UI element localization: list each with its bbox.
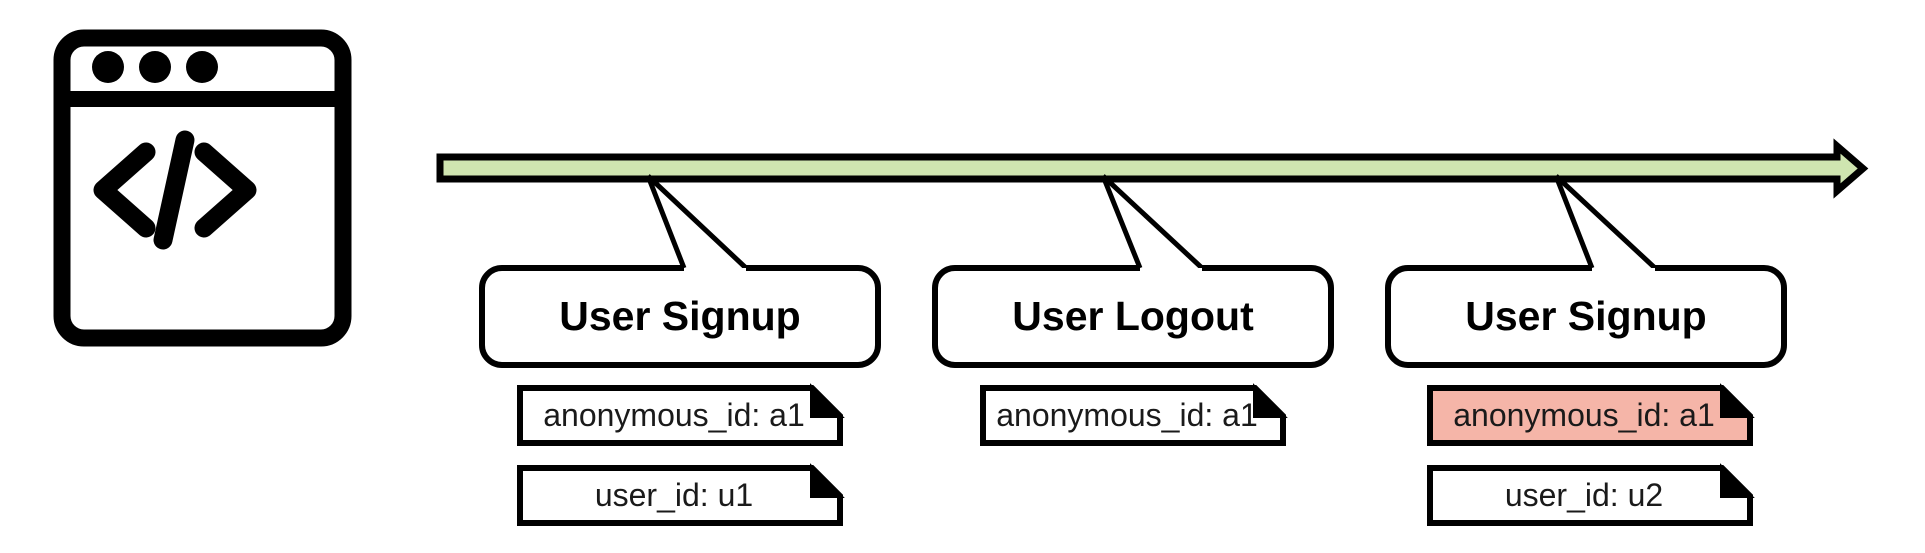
connector-event-1	[645, 174, 748, 270]
event-box-2[interactable]	[932, 265, 1334, 368]
note-1-2-fold-icon	[810, 463, 845, 498]
event-label-1: User Signup	[559, 293, 801, 339]
note-label-1-1: anonymous_id: a1	[543, 397, 805, 433]
note-3-1-fold-icon	[1720, 383, 1755, 418]
window-dot-1-icon	[92, 51, 124, 83]
note-label-3-2: user_id: u2	[1504, 477, 1664, 513]
note-3-2-fold-icon	[1720, 463, 1755, 498]
note-3-1[interactable]	[1427, 385, 1753, 446]
event-boxes-group	[479, 265, 1787, 368]
note-3-2[interactable]	[1427, 465, 1753, 526]
code-window-icon	[53, 29, 352, 347]
time-arrow	[436, 138, 1869, 199]
note-1-1-fold-icon	[810, 383, 845, 418]
note-1-2[interactable]	[517, 465, 843, 526]
code-brackets-icon	[93, 130, 257, 250]
note-label-3-1: anonymous_id: a1	[1453, 397, 1715, 433]
window-frame	[53, 29, 352, 347]
note-2-1-fold-icon	[1253, 383, 1288, 418]
note-1-1[interactable]	[517, 385, 843, 446]
event-box-3[interactable]	[1385, 265, 1787, 368]
window-dot-2-icon	[139, 51, 171, 83]
event-box-1[interactable]	[479, 265, 881, 368]
note-label-2-1: anonymous_id: a1	[996, 397, 1258, 433]
note-2-1[interactable]	[980, 385, 1286, 446]
note-label-1-2: user_id: u1	[594, 477, 754, 513]
connector-event-2	[1100, 174, 1204, 270]
event-label-3: User Signup	[1465, 293, 1707, 339]
time-arrow-shape	[436, 138, 1869, 199]
window-dot-3-icon	[186, 51, 218, 83]
event-label-2: User Logout	[1012, 293, 1254, 339]
connector-event-3	[1553, 174, 1657, 270]
annotations-group	[517, 383, 1755, 526]
connectors-group	[645, 174, 1657, 270]
